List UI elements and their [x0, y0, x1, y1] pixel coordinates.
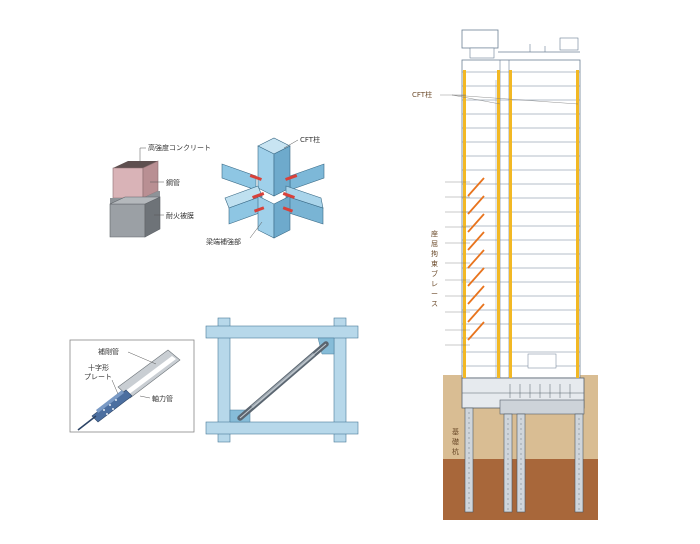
label-pile-1: 基 [452, 427, 459, 436]
frame-left-column [217, 317, 231, 443]
label-steel-tube: 鋼管 [166, 178, 180, 187]
label-brace-3: 拘 [431, 249, 438, 258]
label-beam-end: 梁端補強部 [206, 237, 241, 246]
label-axial-tube: 軸力管 [152, 394, 173, 403]
frame-top-beam [205, 325, 359, 339]
label-cft-column-joint: CFT柱 [300, 135, 320, 144]
label-pile-2: 礎 [452, 437, 459, 446]
label-fireproof: 耐火被膜 [166, 211, 194, 220]
label-cross-plate-2: プレート [84, 373, 112, 381]
steel-tube-front [112, 167, 144, 199]
beam-column-joint: CFT柱 梁端補強部 [206, 135, 325, 246]
label-concrete: 高強度コンクリート [148, 143, 211, 152]
beam-end-reinforce [249, 174, 262, 181]
label-brace-8: ス [431, 300, 438, 308]
label-restraint-tube: 補剛管 [98, 347, 119, 356]
label-cross-plate-1: 十字形 [88, 363, 109, 372]
label-brace-6: レ [431, 280, 438, 288]
cft-column-section: 高強度コンクリート 鋼管 耐火被膜 [109, 143, 211, 238]
label-brace-1: 座 [431, 229, 438, 238]
label-brace-7: ー [431, 290, 438, 298]
cft-columns [463, 70, 579, 378]
building-section: CFT柱 座 屈 拘 束 ブ レ ー ス 基 礎 杭 [412, 29, 598, 520]
foundation-piles [464, 407, 584, 513]
frame-bottom-beam [205, 421, 359, 435]
fireproof-top [109, 196, 161, 205]
label-brace-5: ブ [431, 269, 438, 278]
label-cft-column-building: CFT柱 [412, 90, 432, 99]
frame-right-column [333, 317, 347, 443]
label-brace-4: 束 [431, 260, 438, 268]
label-brace-2: 屈 [431, 240, 438, 248]
brace-detail: 補剛管 十字形 プレート 軸力管 [69, 339, 195, 433]
fireproof-front [109, 203, 146, 238]
braced-frame [205, 317, 359, 443]
label-pile-3: 杭 [452, 447, 459, 456]
braces [467, 177, 485, 341]
